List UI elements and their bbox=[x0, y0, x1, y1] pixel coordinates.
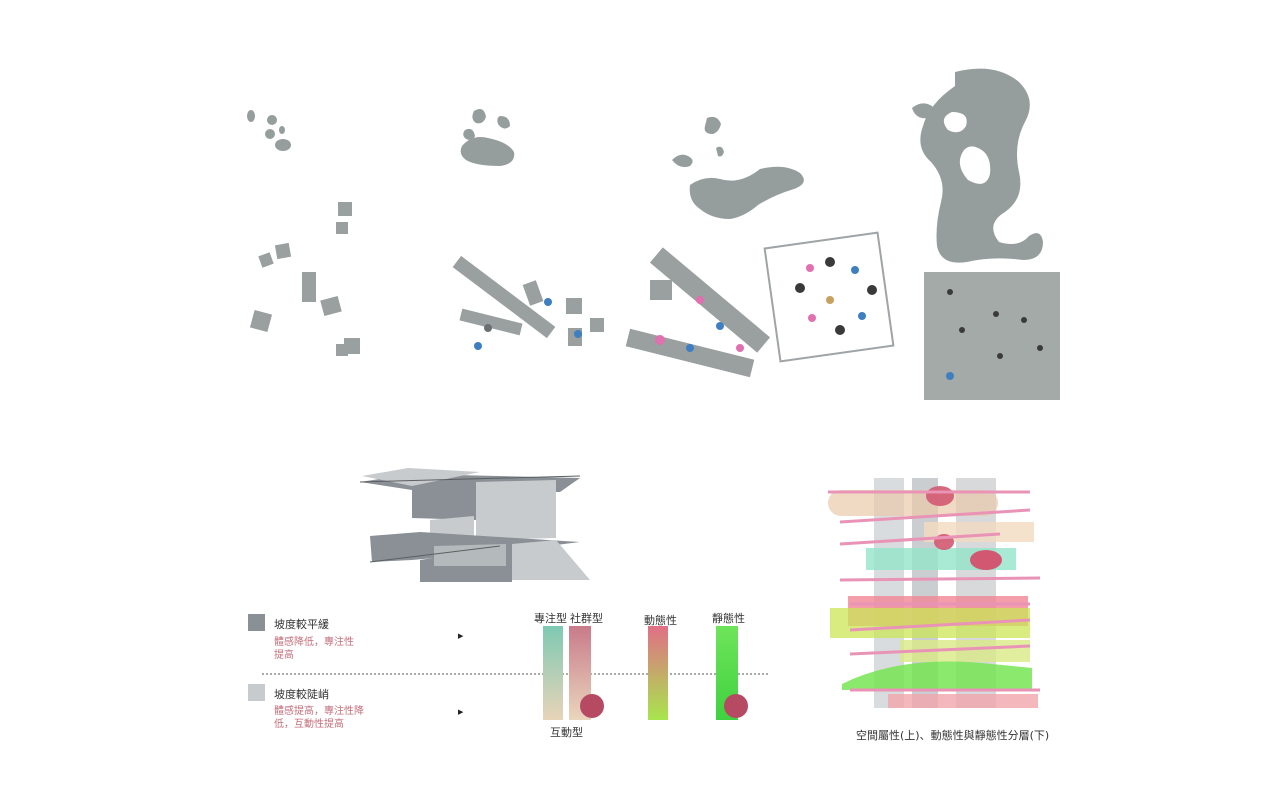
label-social: 社群型 bbox=[570, 612, 603, 625]
legend-title-steep: 坡度較陡峭 bbox=[274, 688, 329, 701]
bar-focus bbox=[543, 626, 563, 720]
bar-static-marker bbox=[724, 694, 748, 718]
legend-title-gentle: 坡度較平緩 bbox=[274, 618, 329, 631]
blob-stage-3 bbox=[672, 116, 804, 219]
legend-desc-steep-line1: 體感提高，專注性降 bbox=[274, 706, 364, 717]
blob-stage-1 bbox=[247, 110, 291, 151]
furniture-stage-2 bbox=[452, 255, 604, 350]
label-dynamic: 動態性 bbox=[644, 614, 677, 627]
arrow-right-icon: ▶ bbox=[458, 632, 464, 640]
legend-desc-gentle-line2: 提高 bbox=[274, 650, 294, 661]
figure-caption: 空間屬性(上)、動態性與靜態性分層(下) bbox=[856, 729, 1050, 742]
legend-desc-steep-line2: 低，互動性提高 bbox=[274, 719, 344, 730]
legend-desc-gentle-line1: 體感降低，專注性 bbox=[274, 637, 354, 648]
furniture-stage-4 bbox=[763, 231, 895, 363]
label-interactive: 互動型 bbox=[550, 726, 583, 739]
bar-dynamic bbox=[648, 626, 668, 720]
blob-stage-2 bbox=[460, 109, 515, 166]
legend-swatch-gentle bbox=[248, 614, 265, 631]
furniture-stage-1 bbox=[249, 202, 360, 356]
furniture-stage-3 bbox=[625, 247, 771, 378]
layer-diagram bbox=[828, 478, 1041, 708]
label-focus: 專注型 bbox=[534, 612, 567, 625]
bar-social-marker bbox=[580, 694, 604, 718]
furniture-stage-5 bbox=[924, 272, 1060, 400]
slope-section-diagram bbox=[359, 468, 590, 582]
legend-swatch-steep bbox=[248, 684, 265, 701]
blob-stage-4 bbox=[912, 68, 1043, 263]
arrow-right-icon: ▶ bbox=[458, 708, 464, 716]
label-static: 靜態性 bbox=[712, 612, 745, 625]
